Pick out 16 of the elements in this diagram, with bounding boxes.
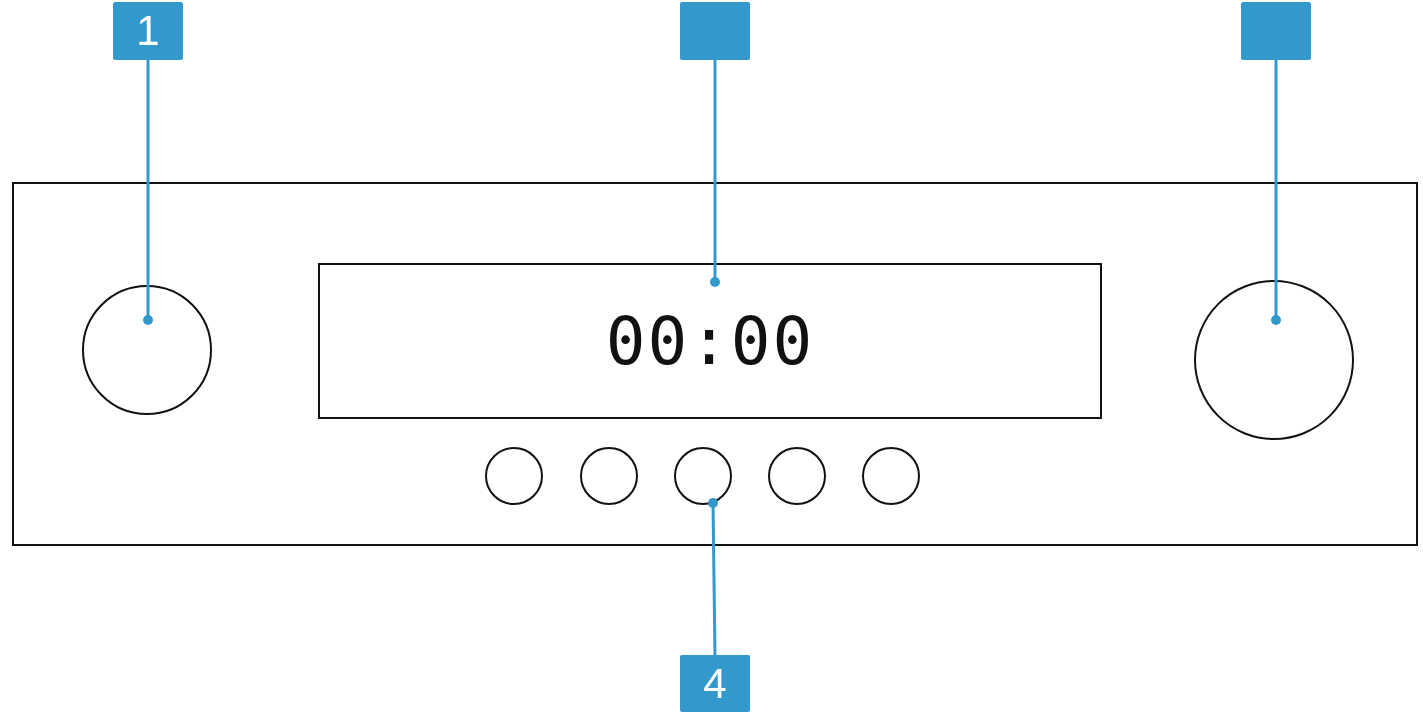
callout-number: 4	[680, 655, 750, 712]
leader-line	[1271, 60, 1281, 325]
display-screen	[318, 263, 1102, 419]
time-readout: 00:00	[605, 302, 815, 380]
callout-tag	[1241, 2, 1311, 60]
leader-line	[710, 60, 720, 287]
round-button	[862, 447, 920, 505]
round-button	[485, 447, 543, 505]
leader-line	[708, 498, 718, 656]
leader-line	[143, 60, 153, 325]
round-button	[580, 447, 638, 505]
control-panel	[12, 182, 1418, 546]
round-button	[674, 447, 732, 505]
callout-tag	[680, 2, 750, 60]
callout-number: 1	[113, 2, 183, 60]
round-button	[768, 447, 826, 505]
